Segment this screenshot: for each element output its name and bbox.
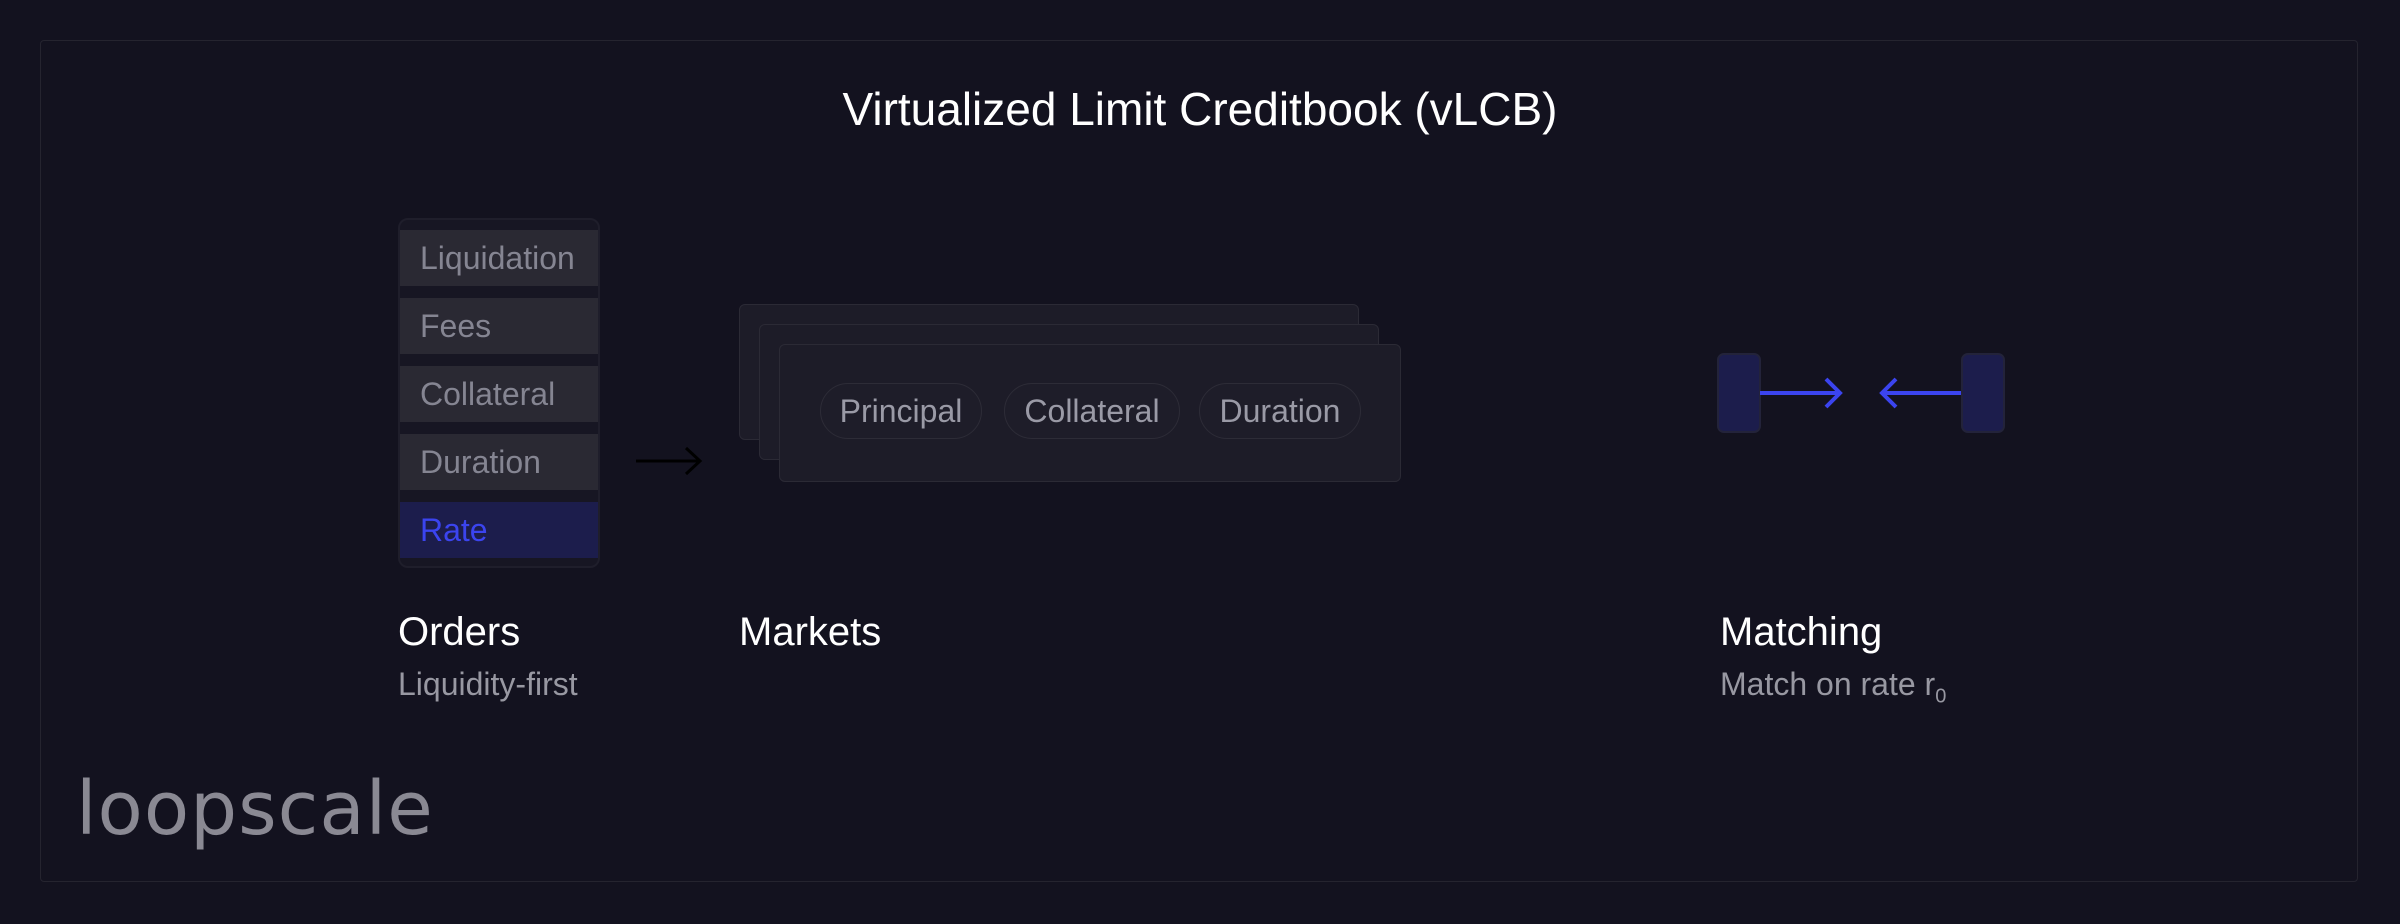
- order-field-rate: Rate: [400, 502, 598, 558]
- diagram-frame: [40, 40, 2358, 882]
- market-pill-principal: Principal: [820, 383, 982, 439]
- orders-label: Orders: [398, 610, 521, 654]
- loopscale-logo: loopscale: [76, 766, 434, 852]
- order-field-liquidation: Liquidation: [400, 230, 598, 286]
- market-pill-collateral: Collateral: [1004, 383, 1180, 439]
- matching-graphic: [1717, 353, 2005, 433]
- matching-label: Matching: [1720, 610, 1883, 654]
- order-field-duration: Duration: [400, 434, 598, 490]
- matching-sublabel: Match on rate r0: [1720, 666, 1947, 708]
- order-field-collateral: Collateral: [400, 366, 598, 422]
- market-card-front: Principal Collateral Duration: [779, 344, 1401, 482]
- diagram-title: Virtualized Limit Creditbook (vLCB): [842, 83, 1558, 135]
- order-stack: Liquidation Fees Collateral Duration Rat…: [398, 218, 600, 568]
- orders-sublabel: Liquidity-first: [398, 666, 578, 702]
- market-pill-duration: Duration: [1199, 383, 1361, 439]
- bid-order-block: [1717, 353, 1761, 433]
- order-field-fees: Fees: [400, 298, 598, 354]
- markets-label: Markets: [739, 610, 882, 654]
- ask-order-block: [1961, 353, 2005, 433]
- arrow-right-icon: [636, 446, 703, 476]
- rate-subscript: 0: [1935, 685, 1947, 708]
